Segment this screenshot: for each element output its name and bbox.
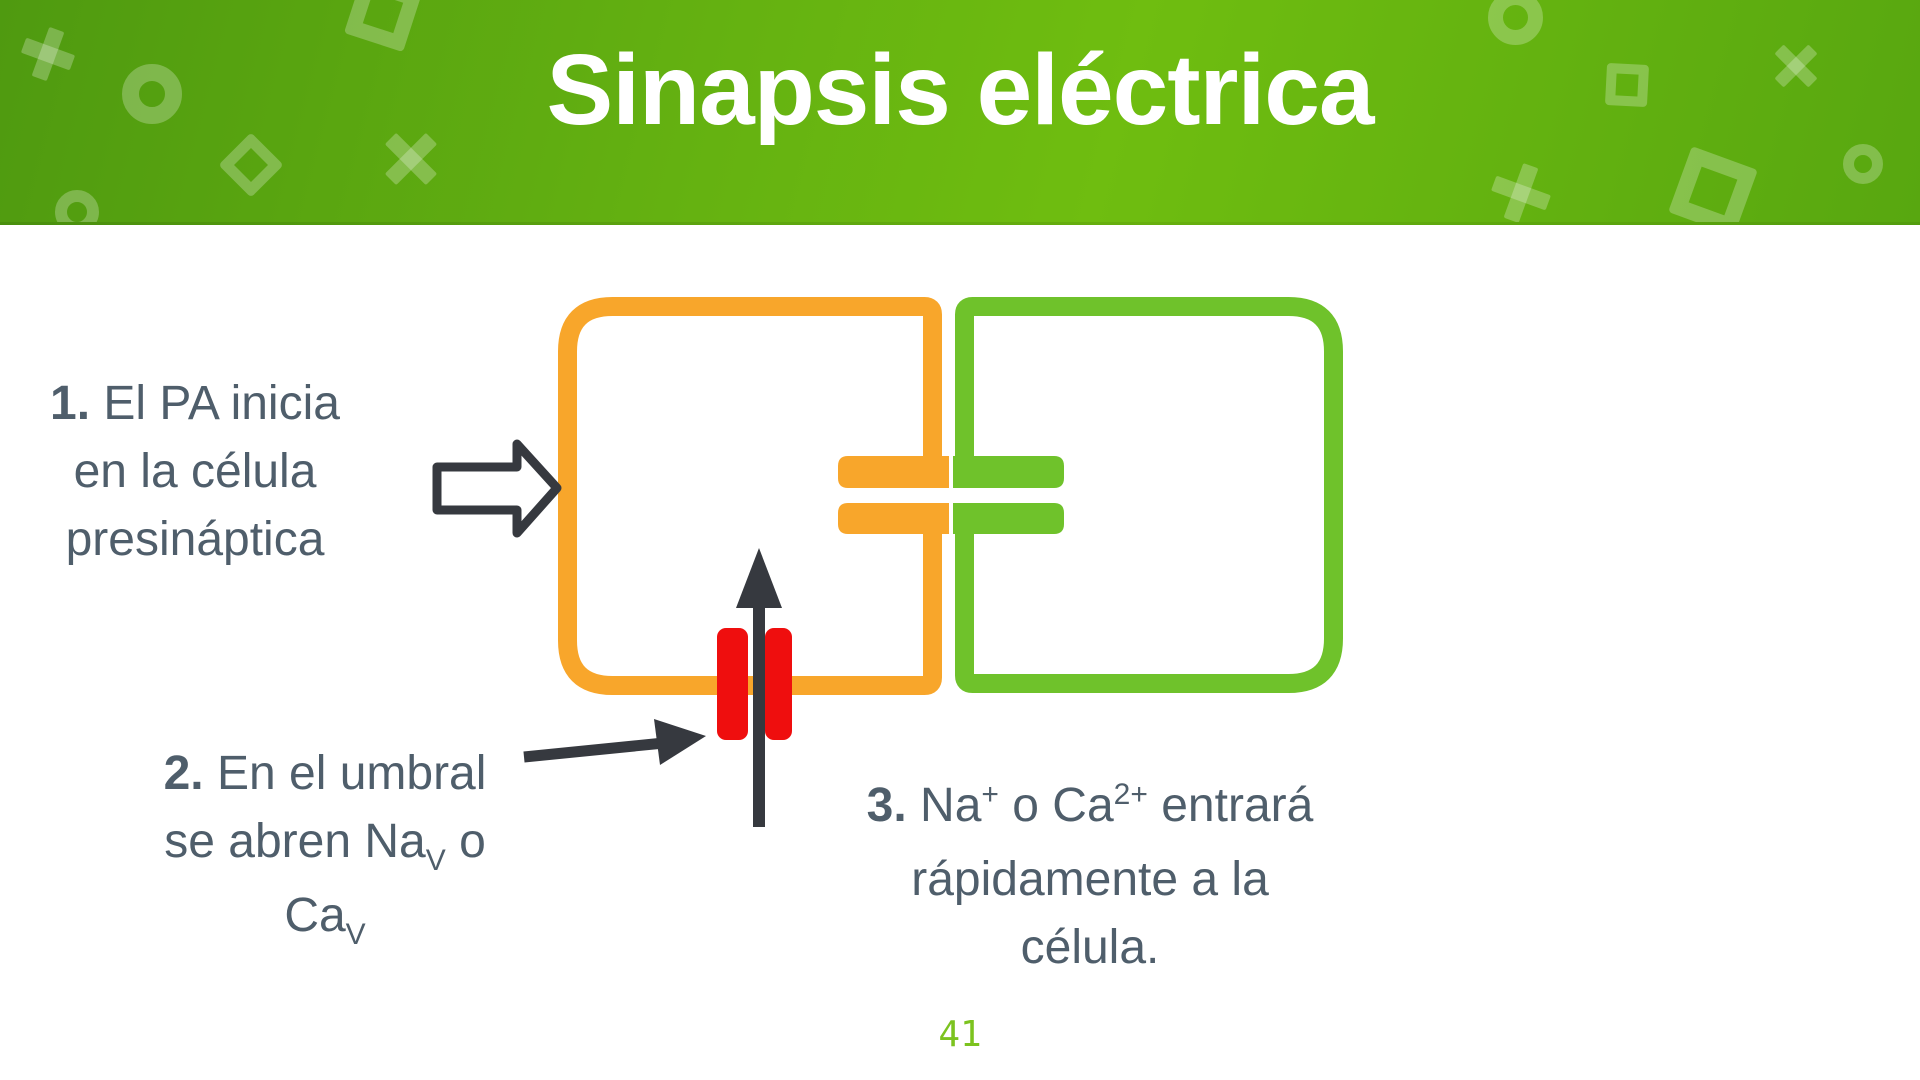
ion-channel-right bbox=[765, 628, 792, 740]
step3-label: 3. Na+ o Ca2+ entrará rápidamente a la c… bbox=[780, 772, 1400, 982]
gap-junction-bar-green-bottom bbox=[953, 503, 1064, 534]
threshold-arrow-head bbox=[654, 719, 706, 765]
ion-entry-arrow-head bbox=[736, 548, 782, 608]
step2-line2: se abren NaV o bbox=[164, 815, 486, 877]
ion-channel-left bbox=[717, 628, 748, 740]
step3-line2: rápidamente a la bbox=[911, 853, 1269, 906]
step2-line3: CaV bbox=[284, 889, 366, 951]
presynaptic-cell-outline bbox=[558, 297, 942, 695]
donut-shape-icon bbox=[1843, 144, 1883, 184]
gap-junction-bar-orange-top bbox=[838, 456, 949, 488]
step1-line3: presináptica bbox=[65, 513, 325, 566]
step1-label: 1. El PA inicia en la célula presináptic… bbox=[20, 370, 370, 574]
slide-title: Sinapsis eléctrica bbox=[546, 34, 1375, 146]
step1-line1: 1. El PA inicia bbox=[50, 377, 340, 430]
header-banner: Sinapsis eléctrica bbox=[0, 0, 1920, 225]
donut-shape-icon bbox=[122, 64, 182, 124]
threshold-arrow-shaft bbox=[523, 737, 665, 763]
step1-line2: en la célula bbox=[73, 445, 317, 498]
step3-line3: célula. bbox=[1020, 921, 1160, 974]
gap-junction-bar-orange-bottom bbox=[838, 503, 949, 534]
page-number: 41 bbox=[938, 1014, 982, 1055]
action-potential-arrow bbox=[432, 439, 562, 538]
postsynaptic-cell-outline bbox=[955, 297, 1343, 693]
step2-label: 2. En el umbral se abren NaV o CaV bbox=[95, 740, 555, 956]
gap-junction-bar-green-top bbox=[953, 456, 1064, 488]
step2-line1: 2. En el umbral bbox=[163, 747, 487, 800]
donut-shape-icon bbox=[1488, 0, 1543, 45]
step3-line1: 3. Na+ o Ca2+ entrará bbox=[866, 778, 1314, 832]
gap-junction-pore bbox=[836, 488, 1066, 503]
